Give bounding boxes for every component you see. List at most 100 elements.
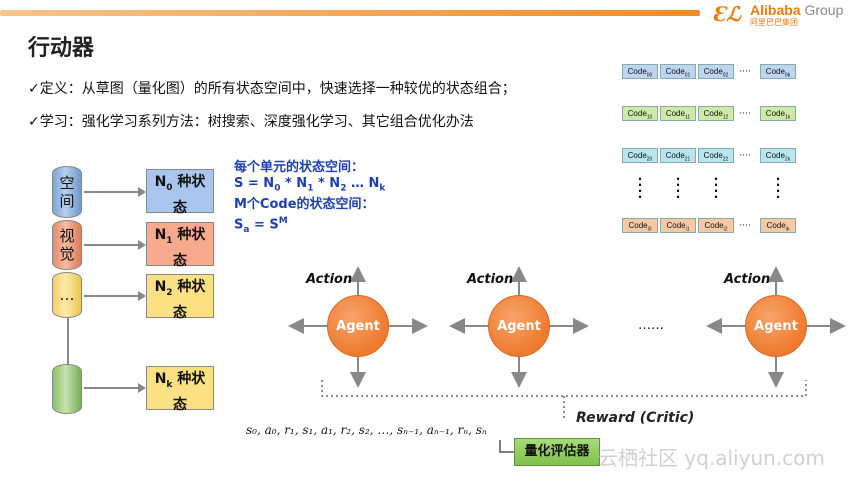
agent-3-arrows (706, 266, 846, 388)
code-cell: Code21 (660, 148, 696, 163)
code-cell-text: Code (665, 67, 685, 76)
state-space-part-5: … N (346, 176, 380, 191)
state-space-line4-sup: M (278, 215, 288, 226)
state-box-nk-line1: 种状 (177, 371, 206, 387)
brand-name: Alibaba (750, 2, 801, 18)
state-box-n1-sub: 1 (166, 235, 173, 246)
state-space-sub-1: 1 (307, 183, 314, 194)
state-box-n2: N2 种状 态 (146, 274, 214, 321)
bullet-learning: ✓学习：强化学习系列方法：树搜索、深度强化学习、其它组合优化办法 (28, 114, 474, 130)
state-box-nk-line2: 态 (173, 396, 187, 413)
state-space-line3: M个Code的状态空间： (234, 196, 375, 212)
state-box-n1-line1: 种状 (177, 227, 206, 243)
code-cell-text: Code (665, 151, 685, 160)
state-space-line4-a: S (234, 216, 244, 232)
vdots: ···· (637, 172, 643, 204)
state-box-nk: Nk 种状 态 (146, 366, 214, 413)
state-box-n2-sub: 2 (166, 287, 173, 298)
code-cell-text: Code (665, 109, 685, 118)
state-box-nk-sym: N (154, 371, 167, 387)
code-cell: Code12 (698, 106, 734, 121)
code-row-0: Code00 Code01 Code02 ···· Code0k (622, 64, 798, 79)
code-cell-index: 11 (684, 114, 691, 121)
state-space-part-1: * N (280, 176, 308, 191)
code-cell-text: Code (704, 221, 724, 230)
state-space-line2-prefix: S = N (234, 176, 275, 191)
code-cell-text: Code (765, 67, 785, 76)
state-box-n1-line2: 态 (173, 252, 187, 269)
state-box-nk-sub: k (166, 379, 173, 390)
code-cell-text: Code (703, 109, 723, 118)
arrow-head-0 (138, 187, 146, 197)
state-box-n0-sub: 0 (166, 182, 173, 193)
code-cell: Codei0 (622, 218, 658, 233)
agent-node-3: Agent (745, 295, 807, 357)
code-cell-index: 1k (784, 114, 791, 121)
arrow-line-3 (84, 387, 140, 389)
action-label-2: Action (467, 272, 514, 287)
arrow-line-0 (84, 191, 140, 193)
state-space-sub-0: 0 (274, 183, 281, 194)
vdots: ···· (713, 172, 719, 204)
code-vertical-dots: ···· ···· ···· ···· (622, 172, 796, 204)
state-box-n1: N1 种状 态 (146, 222, 214, 269)
code-cell-index: 0k (784, 72, 791, 79)
code-cell-index: 22 (722, 156, 729, 163)
code-row-2: Code20 Code21 Code22 ···· Code2k (622, 148, 798, 163)
code-cell-text: Code (766, 221, 786, 230)
code-cell-text: Code (703, 67, 723, 76)
code-cell: Code20 (622, 148, 658, 163)
arrow-line-1 (84, 244, 140, 246)
state-box-n0-sym: N (154, 174, 167, 190)
code-cell-index: 02 (722, 72, 729, 79)
agents-ellipsis: …… (638, 318, 664, 333)
code-cell-text: Code (628, 221, 648, 230)
agent-2-arrows (449, 266, 589, 388)
code-cell: Codei2 (698, 218, 734, 233)
code-row-1: Code10 Code11 Code12 ···· Code1k (622, 106, 798, 121)
code-row-ellipsis: ···· (739, 220, 751, 231)
vdots: ···· (775, 172, 781, 204)
code-cell: Codei1 (660, 218, 696, 233)
state-space-line4-b: = S (249, 216, 279, 232)
cylinder-space: 空 间 (52, 166, 82, 218)
state-box-n1-sym: N (154, 227, 167, 243)
watermark: 云栖社区 yq.aliyun.com (598, 446, 825, 470)
code-cell: Code10 (622, 106, 658, 121)
trajectory-sequence: s₀, a₀, r₁, s₁, a₁, r₂, s₂, …, sₙ₋₁, aₙ₋… (246, 423, 487, 437)
state-box-n2-sym: N (154, 279, 167, 295)
code-cell-last: Codeik (760, 218, 796, 233)
code-cell-index: ik (785, 226, 790, 233)
code-row-ellipsis: ···· (739, 66, 751, 77)
agent-1-arrows (288, 266, 428, 388)
code-cell: Code00 (622, 64, 658, 79)
code-cell-index: 10 (646, 114, 653, 121)
action-label-3: Action (724, 272, 771, 287)
code-cell-index: 20 (646, 156, 653, 163)
code-cell-text: Code (627, 109, 647, 118)
arrow-line-2 (84, 295, 140, 297)
code-cell-text: Code (703, 151, 723, 160)
reward-brace (321, 380, 807, 397)
code-cell-index: i1 (685, 226, 690, 233)
state-space-line1: 每个单元的状态空间： (234, 160, 365, 175)
alibaba-brand-sub: 阿里巴巴集团 (750, 18, 798, 27)
state-space-text: 每个单元的状态空间： S = N0 * N1 * N2 … Nk M个Code的… (234, 160, 385, 238)
code-cell: Code11 (660, 106, 696, 121)
code-cell: Code02 (698, 64, 734, 79)
state-space-sub-2: 2 (340, 183, 347, 194)
code-row-i: Codei0 Codei1 Codei2 ···· Codeik (622, 218, 798, 233)
brand-suffix: Group (804, 2, 844, 18)
code-row-ellipsis: ···· (739, 150, 751, 161)
slide-title: 行动器 (28, 36, 95, 61)
code-cell-text: Code (666, 221, 686, 230)
agent-node-1: Agent (327, 295, 389, 357)
code-cell-text: Code (627, 67, 647, 76)
agent-node-2: Agent (488, 295, 550, 357)
alibaba-logo: Ɛℒ Alibaba Group 阿里巴巴集团 (712, 2, 860, 27)
code-cell-index: 21 (684, 156, 691, 163)
code-cell-index: 2k (784, 156, 791, 163)
code-cell-last: Code2k (760, 148, 796, 163)
cylinder-more: … (52, 272, 82, 318)
